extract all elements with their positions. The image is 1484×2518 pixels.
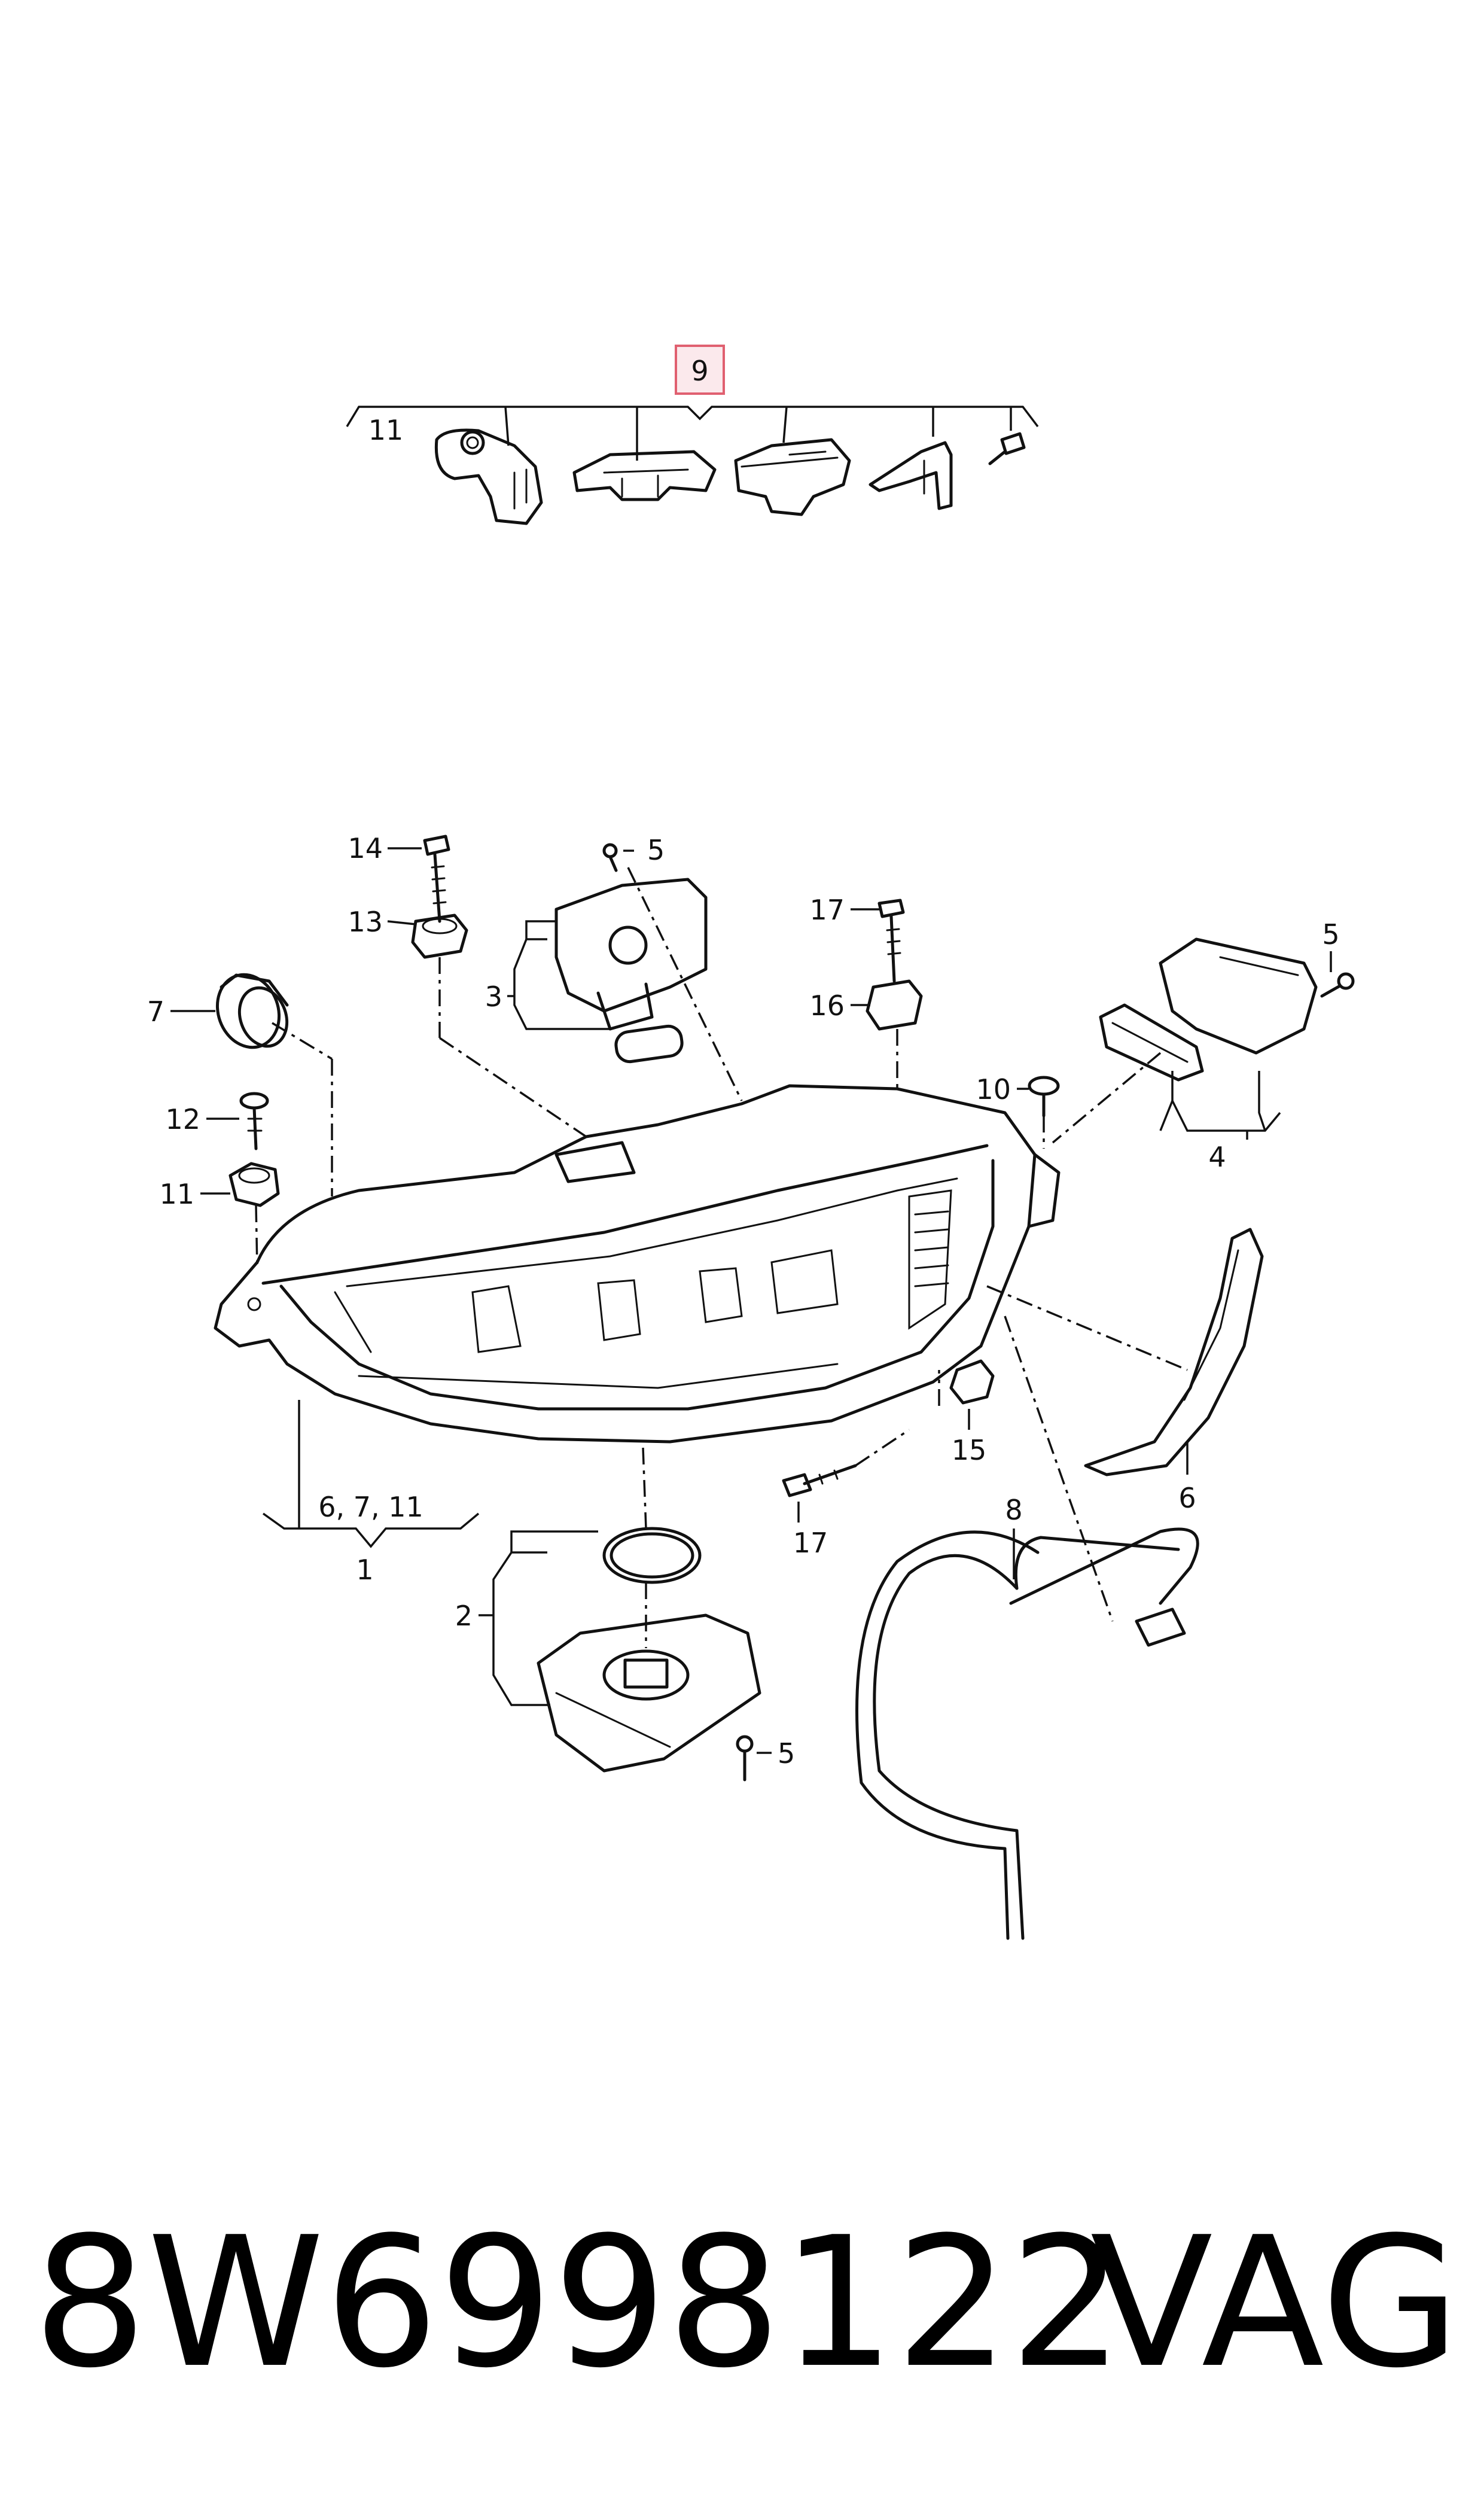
- screw-5c: [736, 1735, 754, 1782]
- callout-12[interactable]: 12: [165, 1103, 200, 1135]
- control-unit-3: [554, 878, 708, 1064]
- screw-5b: [1320, 972, 1355, 998]
- rivet-10: [1028, 1076, 1060, 1118]
- callout-5-b[interactable]: 5: [1322, 918, 1339, 951]
- callout-11-top[interactable]: 11: [368, 414, 404, 446]
- repair-bracket-2: [572, 450, 717, 501]
- assembly-lines: [255, 867, 1188, 1648]
- callout-labels: 14 5 13 3 7 17 16 5 10 4 12 11 15 17 6 8…: [147, 832, 1340, 1770]
- callout-17-a[interactable]: 17: [809, 894, 845, 926]
- callout-14[interactable]: 14: [348, 832, 383, 864]
- holder-13: [411, 914, 468, 959]
- callout-6[interactable]: 6: [1178, 1482, 1196, 1514]
- callout-8[interactable]: 8: [1005, 1494, 1022, 1526]
- seal-3: [614, 1024, 684, 1064]
- repair-screw: [988, 432, 1026, 465]
- callout-3[interactable]: 3: [485, 981, 502, 1013]
- ballast-2: [537, 1613, 761, 1773]
- screw-17b: [782, 1464, 857, 1497]
- repair-kit-group: 9 11: [346, 345, 1039, 525]
- vent-hose-8: [855, 1527, 1199, 1940]
- headlamp-assembly: [214, 1084, 1061, 1444]
- callout-9[interactable]: 9: [691, 355, 708, 387]
- bolt-12: [239, 1092, 269, 1150]
- seal-4: [1099, 1003, 1204, 1082]
- callout-10[interactable]: 10: [976, 1073, 1011, 1106]
- callout-17-b[interactable]: 17: [793, 1527, 828, 1559]
- repair-bracket-4: [869, 441, 953, 510]
- callout-5-c[interactable]: 5: [778, 1737, 795, 1770]
- ring-seal-2: [602, 1527, 702, 1584]
- leader-lines: [170, 847, 1332, 1754]
- callout-4[interactable]: 4: [1208, 1141, 1226, 1173]
- holder-16: [866, 979, 923, 1031]
- callout-1[interactable]: 1: [356, 1554, 373, 1586]
- callout-13[interactable]: 13: [348, 906, 383, 938]
- nut-11: [228, 1162, 280, 1207]
- trim-panel-6: [1084, 1228, 1264, 1476]
- part-number: 8W6998122: [33, 2199, 1124, 2407]
- callout-6-7-11[interactable]: 6, 7, 11: [318, 1491, 423, 1523]
- repair-bracket-3: [734, 438, 851, 516]
- sealing-cap-7: [215, 973, 289, 1049]
- callout-11[interactable]: 11: [159, 1178, 194, 1210]
- screw-5a: [602, 843, 618, 872]
- repair-bracket-1: [434, 428, 543, 525]
- screw-17a: [877, 899, 905, 983]
- callout-7[interactable]: 7: [147, 995, 164, 1028]
- brand-label: VAG: [1090, 2199, 1460, 2407]
- callout-9-highlight[interactable]: [675, 345, 725, 395]
- callout-15[interactable]: 15: [952, 1434, 987, 1466]
- callout-16[interactable]: 16: [809, 989, 845, 1022]
- screw-14: [423, 835, 450, 923]
- bulb-holder-15: [949, 1359, 995, 1405]
- callout-5-a[interactable]: 5: [647, 834, 665, 866]
- module-4: [1099, 937, 1318, 1082]
- bracket-9: [346, 406, 1039, 428]
- callout-2[interactable]: 2: [455, 1600, 473, 1632]
